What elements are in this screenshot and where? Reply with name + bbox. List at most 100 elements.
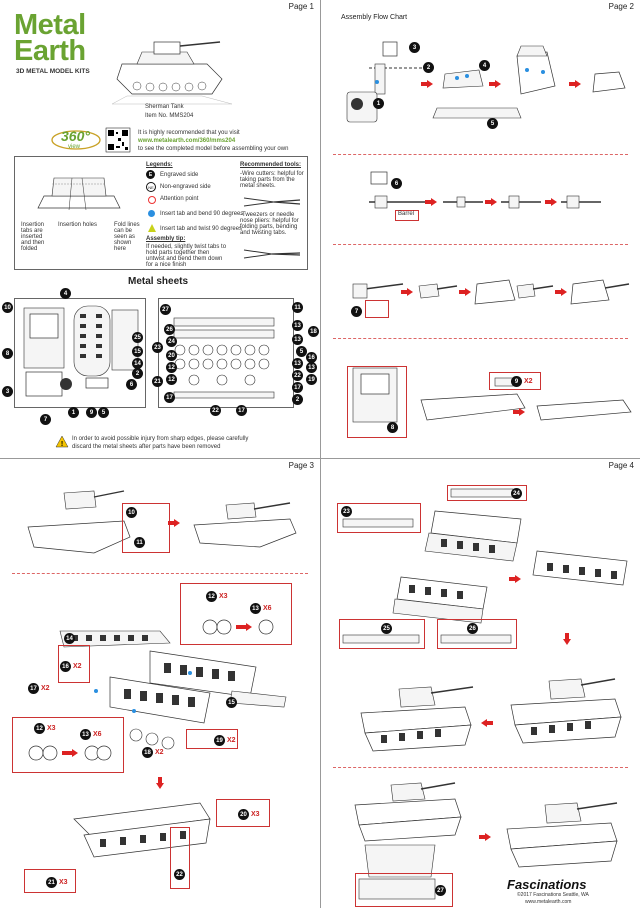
part-number: 10 <box>126 507 137 518</box>
step-arrow-down <box>563 633 571 645</box>
turret-complete <box>570 279 630 305</box>
page-1: Page 1 Metal Earth 3D METAL MODEL KITS S… <box>0 0 320 458</box>
part-8-box <box>347 366 407 438</box>
track-strip-26 <box>440 634 512 644</box>
view360-badge: 360° view <box>50 126 102 154</box>
part-9-box <box>489 372 541 390</box>
part-number: 24 <box>166 336 177 347</box>
page-number: Page 4 <box>608 461 634 470</box>
brand-line2: Earth <box>14 35 86 67</box>
part-27-box <box>355 873 453 907</box>
part-number: 7 <box>40 414 51 425</box>
part-number: 23 <box>152 342 163 353</box>
barrel-parts <box>369 171 431 209</box>
view360-line3: to see the completed model before assemb… <box>138 146 289 152</box>
legend-item: Attention point <box>160 196 199 202</box>
part-7-box <box>365 300 389 318</box>
barrel-label: Barrel <box>398 211 415 217</box>
metal-sheet-2 <box>158 298 294 408</box>
part-number: 13 <box>306 362 317 373</box>
multiplier: X2 <box>155 749 164 756</box>
part-number: 1 <box>68 407 79 418</box>
legend-item: Insert tab and twist 90 degrees <box>160 226 243 232</box>
step-arrow <box>421 80 433 88</box>
svg-text:!: ! <box>61 441 63 448</box>
part-number: 24 <box>511 488 522 499</box>
part-number: 5 <box>487 118 498 129</box>
part-number: 17 <box>236 405 247 416</box>
part-number: 17 <box>292 382 303 393</box>
part-number: 1 <box>373 98 384 109</box>
part-number: 13 <box>292 320 303 331</box>
part-number: 4 <box>60 288 71 299</box>
tank-body-result <box>193 502 297 548</box>
metal-sheet-1 <box>14 298 146 408</box>
view360-url[interactable]: www.metalearth.com/360/mms204 <box>138 138 236 144</box>
page-number: Page 2 <box>608 2 634 11</box>
part-number: 11 <box>292 302 303 313</box>
section-divider <box>333 244 628 245</box>
tools-tweezers: -Tweezers or needle nose pliers: helpful… <box>240 212 299 236</box>
engraved-side-icon: E <box>146 170 155 179</box>
warning-line2: discard the metal sheets after parts hav… <box>72 444 221 450</box>
view360-number: 360° <box>61 128 90 144</box>
part-number: 11 <box>134 537 145 548</box>
track-strip-left <box>342 518 414 528</box>
view360-word: view <box>68 144 81 150</box>
label-fold-lines: Fold lines can be seen as shown here <box>114 222 140 252</box>
hull-result <box>536 399 632 421</box>
step-2-parts <box>442 69 484 89</box>
brand-tagline: 3D METAL MODEL KITS <box>16 68 90 75</box>
section-divider <box>12 573 308 574</box>
barrel-step-b <box>501 195 541 209</box>
multiplier: X2 <box>524 378 533 385</box>
product-item: Item No. MMS204 <box>145 113 194 119</box>
part-number: 9 <box>86 407 97 418</box>
track-strip-25 <box>342 634 420 644</box>
step-arrow <box>489 80 501 88</box>
warning-icon: ! <box>55 435 69 448</box>
step-arrow <box>168 519 180 527</box>
step-arrow <box>459 288 471 296</box>
barrel-step-a <box>443 196 483 208</box>
mantlet-step <box>418 283 458 299</box>
part-number: 13 <box>292 334 303 345</box>
part-20-box <box>216 799 270 827</box>
part-number: 22 <box>210 405 221 416</box>
part-number: 15 <box>226 697 237 708</box>
part-number: 2 <box>132 368 143 379</box>
label-insertion-tabs: Insertion tabs are inserted and then fol… <box>21 222 45 252</box>
track-installed-right <box>532 550 628 586</box>
part-number: 12 <box>206 591 217 602</box>
brand-logo: Metal Earth <box>14 11 86 67</box>
part-number: 22 <box>292 370 303 381</box>
part-number: 2 <box>423 62 434 73</box>
part-number: 8 <box>387 422 398 433</box>
step-arrow <box>425 198 437 206</box>
flow-title: Assembly Flow Chart <box>341 14 408 21</box>
part-number: 18 <box>308 326 319 337</box>
part-number: 16 <box>306 352 317 363</box>
product-name: Sherman Tank <box>145 104 184 110</box>
part-number: 8 <box>2 348 13 359</box>
part-number: 26 <box>467 623 478 634</box>
tank-assembled-left <box>360 686 474 752</box>
part-number: 17 <box>164 392 175 403</box>
part-number: 5 <box>296 346 307 357</box>
step-arrow <box>485 198 497 206</box>
track-install-top <box>424 510 522 562</box>
part-number: 2 <box>292 394 303 405</box>
tank-completed <box>506 802 618 868</box>
hull-top-part <box>352 367 398 423</box>
qr-code[interactable] <box>105 127 131 153</box>
multiplier: X3 <box>251 811 260 818</box>
part-number: 16 <box>60 661 71 672</box>
warning-line1: In order to avoid possible injury from s… <box>72 436 249 442</box>
footer-url[interactable]: www.metalearth.com <box>525 899 572 905</box>
part-number: 7 <box>351 306 362 317</box>
non-engraved-side-icon: NE <box>146 182 156 192</box>
step-arrow-left <box>481 719 493 727</box>
info-box <box>14 156 308 270</box>
label-insertion-holes: Insertion holes <box>58 222 98 228</box>
multiplier: X3 <box>47 725 56 732</box>
